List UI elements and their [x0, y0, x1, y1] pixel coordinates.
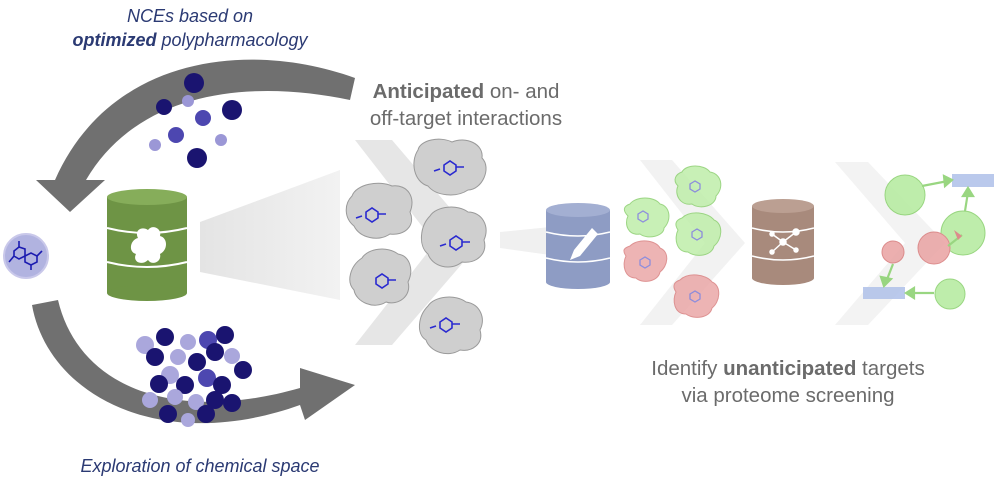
center-caption-rest: on- and	[484, 80, 560, 103]
top-caption-bold: optimized	[72, 30, 157, 50]
center-caption: Anticipated on- and off-target interacti…	[346, 78, 586, 132]
pen-icon	[570, 228, 598, 260]
right-caption-rest: targets	[856, 357, 925, 380]
protein-structures-screened	[623, 165, 722, 318]
top-caption-line1: NCEs based on	[126, 6, 254, 26]
funnel-left	[200, 170, 340, 300]
right-caption-pre: Identify	[651, 357, 724, 380]
network-database-icon	[751, 199, 815, 285]
bottom-curved-arrow	[32, 300, 355, 424]
protein-icon	[130, 227, 166, 263]
top-caption-rest: polypharmacology	[156, 30, 308, 50]
right-caption: Identify unanticipated targets via prote…	[618, 355, 958, 409]
target-network	[863, 174, 994, 310]
network-icon	[769, 228, 800, 255]
center-caption-line2: off-target interactions	[369, 107, 563, 130]
bottom-caption-text: Exploration of chemical space	[80, 456, 320, 476]
molecule-icon	[3, 233, 49, 279]
proteome-database-icon	[545, 203, 611, 289]
optimized-molecules	[149, 73, 242, 168]
bottom-caption: Exploration of chemical space	[60, 456, 340, 477]
right-caption-bold: unanticipated	[723, 357, 857, 380]
chemical-space-molecules	[136, 326, 252, 427]
protein-structures-grey	[345, 138, 487, 355]
top-caption: NCEs based on optimized polypharmacology	[60, 4, 320, 52]
center-caption-bold: Anticipated	[372, 80, 485, 103]
right-caption-line2: via proteome screening	[681, 384, 895, 407]
